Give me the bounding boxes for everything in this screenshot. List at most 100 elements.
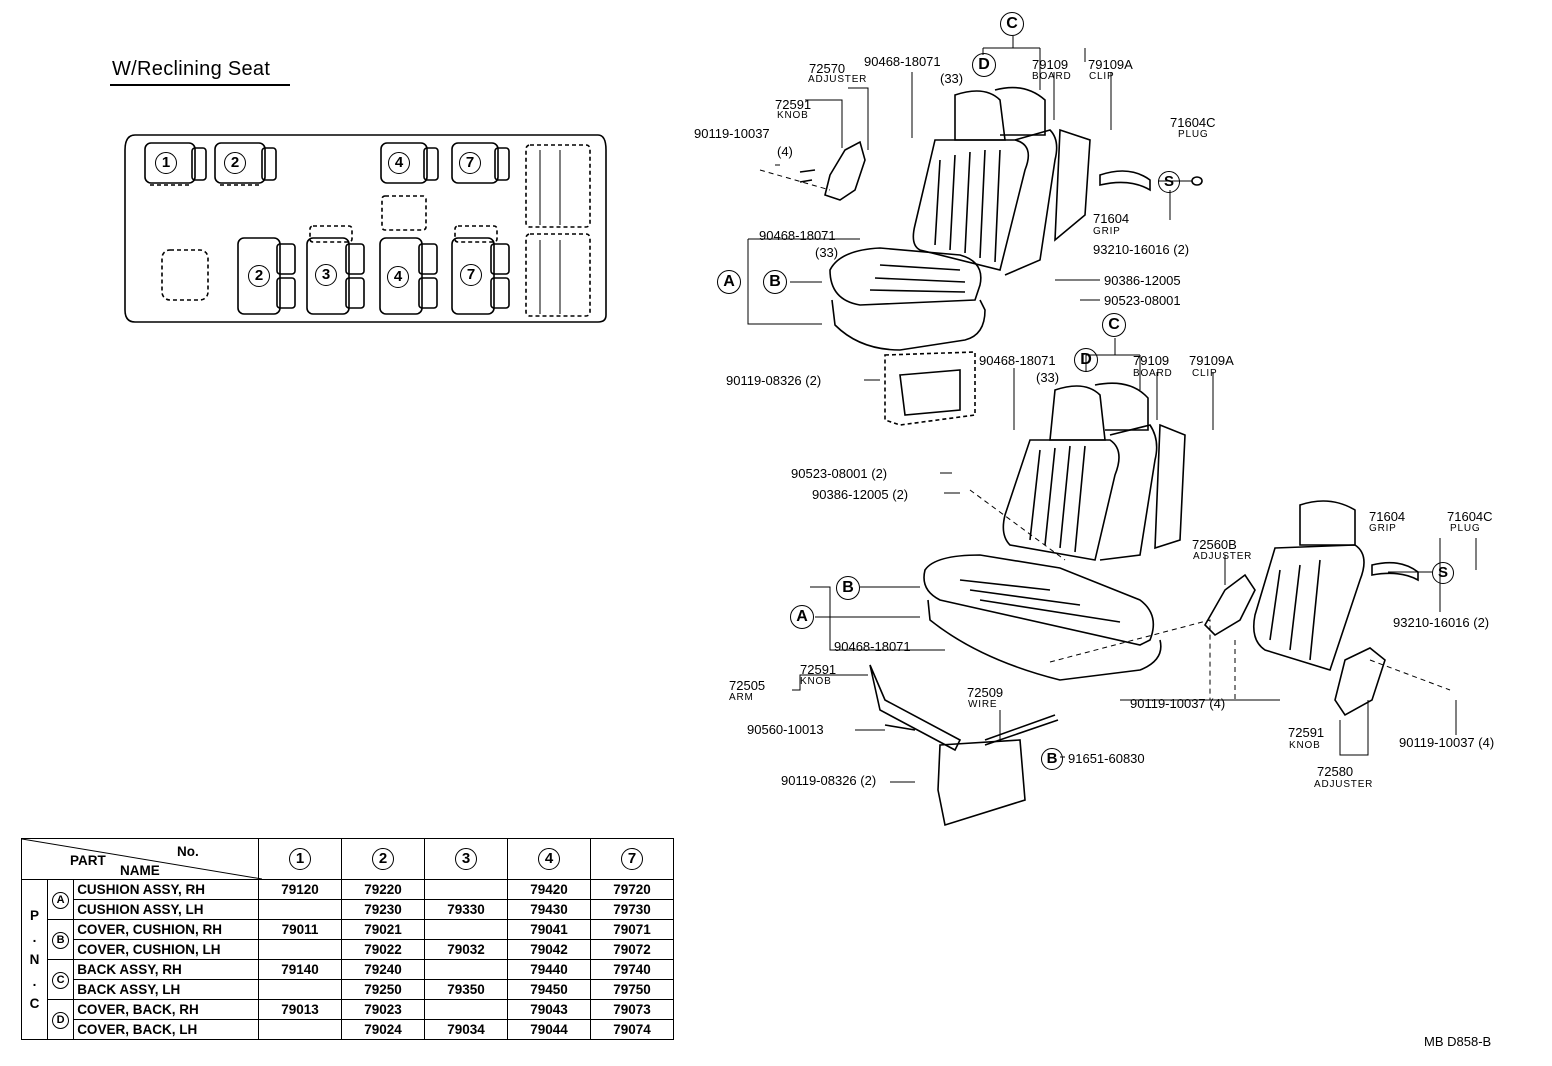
- cell: 79230: [341, 899, 425, 920]
- lower-washer-no: 90523-08001 (2): [791, 466, 888, 481]
- lower-wire-name: WIRE: [968, 699, 998, 710]
- cell: 79034: [424, 1019, 508, 1040]
- cell: 79420: [507, 879, 591, 900]
- lower-adjuster-b-no: 72560B: [1192, 537, 1237, 552]
- lower-bench-cushion: [923, 554, 1162, 681]
- cell: [424, 959, 508, 980]
- row-name: CUSHION ASSY, RH: [73, 879, 259, 900]
- cell: 79074: [590, 1019, 674, 1040]
- lower-plug-name: PLUG: [1450, 523, 1481, 534]
- upper-board-no: 79109: [1032, 57, 1069, 72]
- lower-knob-no: 72591: [800, 662, 837, 677]
- header-name: NAME: [120, 863, 160, 878]
- upper-clip-name: CLIP: [1089, 71, 1115, 82]
- row-name: COVER, BACK, LH: [73, 1019, 259, 1040]
- upper-grip-part: [1099, 170, 1151, 192]
- cell: 79041: [507, 919, 591, 940]
- lower-wire-no: 72509: [967, 685, 1004, 700]
- table-row: D COVER, BACK, RH 79013 79023 79043 7907…: [22, 999, 674, 1040]
- layout-label-1: 1: [155, 152, 177, 174]
- cell: 79730: [590, 899, 674, 920]
- upper-seat-cushion: [829, 247, 986, 351]
- lower-grip-no: 71604: [1369, 509, 1406, 524]
- lower-arm-name: ARM: [729, 692, 754, 703]
- upper-plug-part: [1191, 176, 1203, 186]
- cell: 79024: [341, 1019, 425, 1040]
- callout-c-lower: C: [1102, 313, 1126, 337]
- cell: 79440: [507, 959, 591, 980]
- callout-d-upper: D: [972, 53, 996, 77]
- layout-label-4b: 4: [387, 266, 409, 288]
- cell: 79013: [258, 999, 342, 1020]
- layout-seat-1: [144, 142, 207, 186]
- layout-label-3: 3: [315, 264, 337, 286]
- cell: 79072: [590, 939, 674, 960]
- lower-seat-back: [1002, 382, 1186, 561]
- lower-adjuster-r-no: 72580: [1317, 764, 1354, 779]
- lower-wire-part: [984, 714, 1059, 746]
- cell: [424, 999, 508, 1020]
- col-header-1: 1: [258, 838, 342, 880]
- layout-seat-2-front: [214, 142, 277, 186]
- lower-arm-part: [869, 664, 962, 752]
- callout-b-lower: B: [836, 576, 860, 600]
- col-header-4: 4: [507, 838, 591, 880]
- upper-plug-no: 71604C: [1170, 115, 1216, 130]
- lower-nut-no: 90386-12005 (2): [812, 487, 909, 502]
- lower-spring-no: 90560-10013: [747, 722, 824, 737]
- table-row: P.N.C A CUSHION ASSY, RH 79120 79220 794…: [20, 879, 674, 1040]
- row-name: COVER, CUSHION, RH: [73, 919, 259, 940]
- layout-label-7: 7: [459, 152, 481, 174]
- callout-d-lower: D: [1074, 348, 1098, 372]
- callout-b-upper: B: [763, 270, 787, 294]
- table-row: COVER, CUSHION, LH 79022 79032 79042 790…: [22, 939, 674, 960]
- lower-adjuster-r-part: [1334, 647, 1386, 717]
- cell: 79350: [424, 979, 508, 1000]
- row-name: COVER, BACK, RH: [73, 999, 259, 1020]
- lower-grip-name: GRIP: [1369, 523, 1397, 534]
- row-name: COVER, CUSHION, LH: [73, 939, 259, 960]
- table-row: BACK ASSY, LH 79250 79350 79450 79750: [22, 979, 674, 1000]
- cell: 79071: [590, 919, 674, 940]
- upper-bolt-no: 90119-08326 (2): [726, 373, 822, 388]
- lower-spring-part: [884, 724, 916, 731]
- upper-grip-name: GRIP: [1093, 226, 1121, 237]
- upper-washer-no: 90523-08001: [1104, 293, 1181, 308]
- pnc-label: P.N.C: [20, 879, 49, 1040]
- cell: 79023: [341, 999, 425, 1020]
- lower-bolt-b-no: 91651-60830: [1068, 751, 1145, 766]
- table-row: C BACK ASSY, RH 79140 79240 79440 79740: [22, 959, 674, 1000]
- col-header-7: 7: [590, 838, 674, 880]
- cell: [258, 939, 342, 960]
- lower-arm-no: 72505: [729, 678, 766, 693]
- layout-seat-rear-dashed: [161, 144, 591, 317]
- lower-clip-no: 79109A: [1189, 353, 1234, 368]
- upper-clip-mid-qty: (33): [815, 245, 839, 260]
- upper-adjuster-part: [824, 140, 866, 201]
- cell: 79250: [341, 979, 425, 1000]
- lower-grip-part: [1371, 561, 1419, 582]
- lower-bracket-part: [937, 739, 1026, 827]
- lower-bolt-no: 90119-08326 (2): [781, 773, 877, 788]
- cell: 79430: [507, 899, 591, 920]
- parts-table: No. PART NAME 1 2 3 4 7 P.N.C A CUSHION …: [20, 838, 674, 1040]
- upper-mount-plate: [884, 351, 976, 426]
- upper-screw-no: 90119-10037: [694, 126, 770, 141]
- lower-screw2-no: 93210-16016 (2): [1393, 615, 1490, 630]
- header-part: PART: [70, 853, 106, 868]
- upper-clip-no: 79109A: [1088, 57, 1133, 72]
- lower-knob-r-no: 72591: [1288, 725, 1325, 740]
- cell: 79240: [341, 959, 425, 980]
- lower-board-name: BOARD: [1133, 368, 1173, 379]
- cell: 79073: [590, 999, 674, 1020]
- upper-adjuster-no: 72570: [809, 61, 846, 76]
- cell: 79750: [590, 979, 674, 1000]
- layout-seat-3: [306, 237, 365, 315]
- upper-seat-back: [912, 86, 1091, 276]
- row-name: BACK ASSY, RH: [73, 959, 259, 980]
- lower-clip-bottom-no: 90468-18071: [834, 639, 911, 654]
- cell: 79450: [507, 979, 591, 1000]
- cell: 79740: [590, 959, 674, 980]
- upper-grip-no: 71604: [1093, 211, 1130, 226]
- table-row: B COVER, CUSHION, RH 79011 79021 79041 7…: [22, 919, 674, 960]
